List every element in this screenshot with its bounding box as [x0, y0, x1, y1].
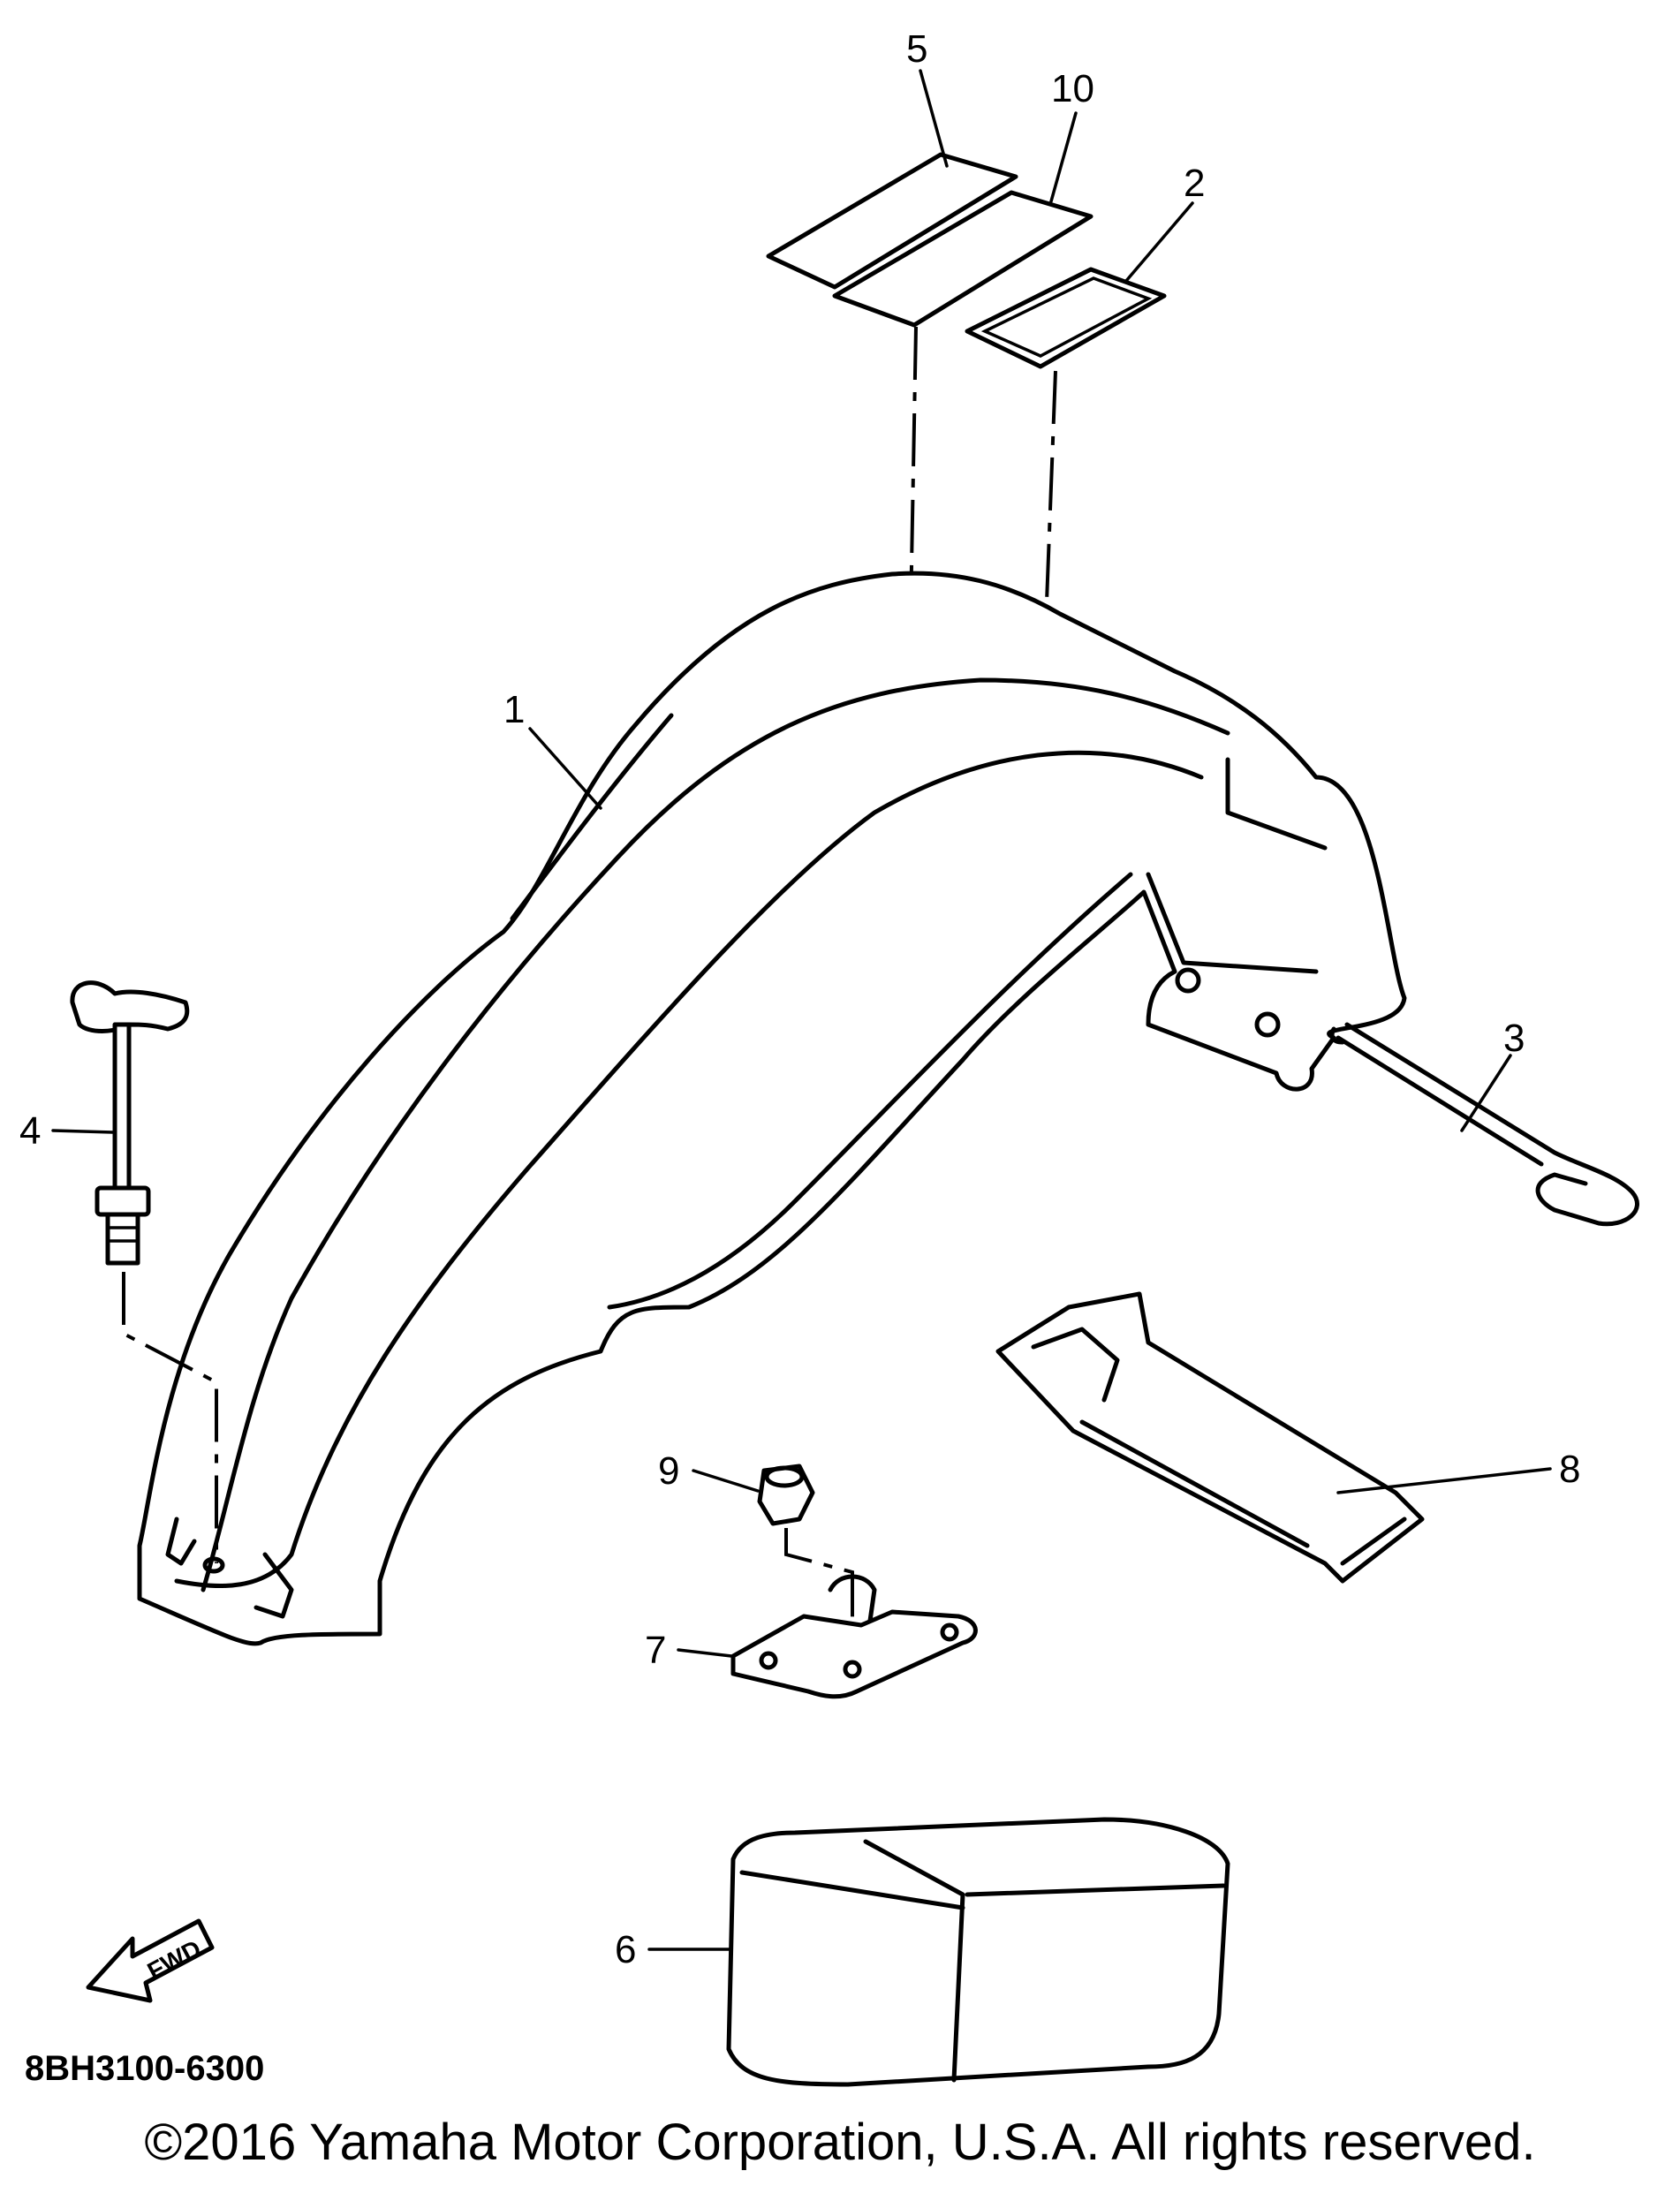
leader-line-10: [1049, 111, 1078, 203]
callout-2: 2: [1184, 162, 1205, 205]
leader-line-8: [1336, 1467, 1552, 1494]
nut-part-9: [757, 1464, 815, 1526]
decal-part-2: [965, 267, 1167, 369]
decal-part-10: [832, 190, 1094, 328]
fender-part-1: [137, 571, 1407, 1646]
leader-dash-nut: [784, 1528, 854, 1669]
fwd-arrow-icon: FWD: [86, 1918, 215, 2003]
diagram-code: 8BH3100-6300: [25, 2049, 265, 2088]
leader-line-9: [692, 1469, 760, 1493]
leader-line-3: [1460, 1054, 1512, 1132]
callout-10: 10: [1051, 67, 1094, 110]
callout-8: 8: [1559, 1448, 1580, 1491]
copyright-notice: ©2016 Yamaha Motor Corporation, U.S.A. A…: [144, 2114, 1536, 2171]
callout-3: 3: [1503, 1017, 1525, 1060]
callout-1: 1: [503, 688, 525, 731]
leader-line-5: [919, 69, 949, 168]
decal-part-5: [766, 152, 1018, 290]
strap-part-8: [995, 1291, 1425, 1584]
leader-dash-bolt: [122, 1272, 218, 1563]
callout-5: 5: [906, 27, 927, 71]
box-part-6: [726, 1817, 1230, 2087]
leader-line-7: [677, 1648, 733, 1658]
leader-line-1: [528, 727, 602, 810]
wing-bolt-part-4: [70, 980, 190, 1266]
callout-6: 6: [615, 1928, 636, 1971]
leader-line-2: [1124, 201, 1194, 283]
rod-part-3: [1329, 1022, 1639, 1227]
callout-9: 9: [658, 1449, 679, 1493]
callout-4: 4: [19, 1109, 41, 1153]
callout-7: 7: [645, 1629, 666, 1672]
leader-line-4: [51, 1129, 117, 1134]
bracket-part-7: [730, 1574, 978, 1699]
